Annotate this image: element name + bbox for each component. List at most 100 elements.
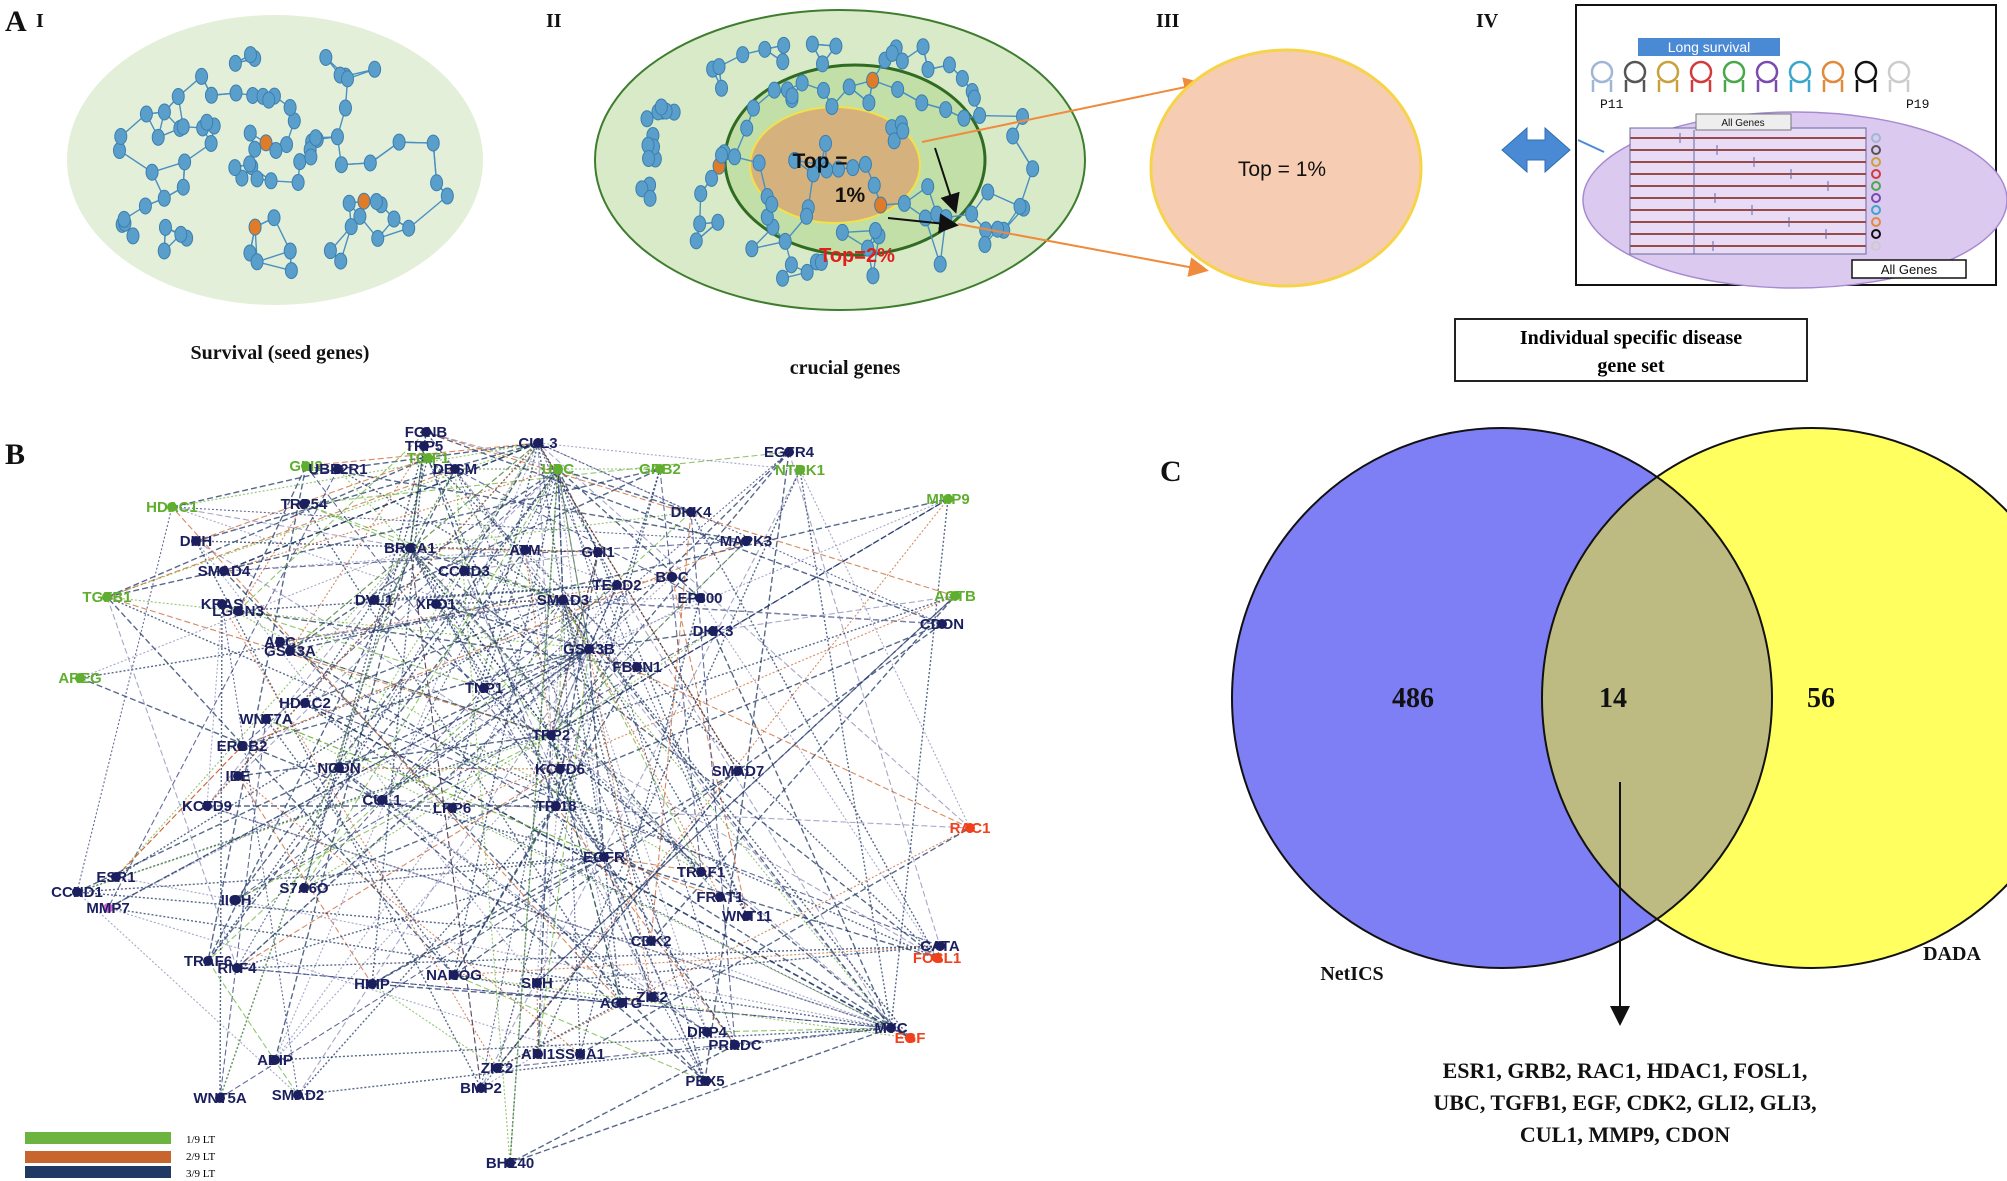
gene-node-ide[interactable] <box>233 771 243 781</box>
gene-node <box>921 178 935 196</box>
gene-node-wnt5a[interactable] <box>215 1093 225 1103</box>
gene-node-mmp9[interactable] <box>943 494 953 504</box>
gene-node-cul3[interactable] <box>533 438 543 448</box>
gene-node-dhh[interactable] <box>191 536 201 546</box>
gene-node-tri18[interactable] <box>551 801 561 811</box>
gene-node-dhk3[interactable] <box>708 626 718 636</box>
gene-node-ep300[interactable] <box>695 593 705 603</box>
gene-node-ube2r1[interactable] <box>333 464 343 474</box>
gene-node-smad7[interactable] <box>733 766 743 776</box>
gene-node-dhk4[interactable] <box>686 507 696 517</box>
gene-node-traf6[interactable] <box>203 956 213 966</box>
network-edge <box>76 595 956 893</box>
gene-node-atm[interactable] <box>520 545 530 555</box>
gene-node-smad2[interactable] <box>293 1090 303 1100</box>
network-edge <box>435 603 552 736</box>
pointer-arrow <box>1577 139 1605 153</box>
gene-node-wnt11[interactable] <box>742 911 752 921</box>
gene-label-kras: KRAS <box>201 596 244 613</box>
gene-node <box>640 110 654 128</box>
gene-node-trp5[interactable] <box>419 441 429 451</box>
gene-node-trp54[interactable] <box>299 499 309 509</box>
network-edge <box>435 603 605 858</box>
gene-node-dbsm[interactable] <box>450 464 460 474</box>
gene-node-iigh[interactable] <box>231 895 241 905</box>
gene-node-mmp7[interactable] <box>103 903 113 913</box>
gene-node-mapk3[interactable] <box>741 536 751 546</box>
gene-node <box>1013 197 1027 215</box>
all-genes-bottom-label: All Genes <box>1881 262 1938 277</box>
gene-node-myc[interactable] <box>886 1023 896 1033</box>
gene-node-trp2[interactable] <box>546 730 556 740</box>
gene-node-zis2[interactable] <box>647 992 657 1002</box>
gene-node-shh[interactable] <box>532 978 542 988</box>
gene-node-egfr[interactable] <box>599 852 609 862</box>
gene-node-gli1[interactable] <box>593 547 603 557</box>
gene-node-esr1[interactable] <box>111 872 121 882</box>
gene-node-pbx5[interactable] <box>700 1076 710 1086</box>
network-edge <box>579 597 701 1055</box>
gene-node-ccnd3[interactable] <box>459 566 469 576</box>
gene-node-grb2[interactable] <box>655 464 665 474</box>
gene-node-bhe40[interactable] <box>505 1158 515 1168</box>
gene-node-tgfb1[interactable] <box>102 592 112 602</box>
top1-inner-line1: Top = <box>792 150 847 173</box>
gene-node-actg[interactable] <box>616 998 626 1008</box>
gene-node-tead2[interactable] <box>612 580 622 590</box>
gene-node-fgnb[interactable] <box>421 427 431 437</box>
gene-node-adip[interactable] <box>270 1055 280 1065</box>
gene-node-boc[interactable] <box>667 572 677 582</box>
gene-node-smad3[interactable] <box>558 595 568 605</box>
gene-node-hdac1[interactable] <box>167 502 177 512</box>
gene-node-actb[interactable] <box>950 591 960 601</box>
gene-node-frat1[interactable] <box>715 892 725 902</box>
gene-node-dvl1[interactable] <box>369 595 379 605</box>
gene-node-tnp1[interactable] <box>479 683 489 693</box>
gene-node-egfr4[interactable] <box>784 447 794 457</box>
gene-node-kras[interactable] <box>217 599 227 609</box>
gene-node-fbxn1[interactable] <box>632 662 642 672</box>
gene-node-rac1[interactable] <box>965 823 975 833</box>
gene-node-cdon[interactable] <box>937 619 947 629</box>
gene-node-rnf4[interactable] <box>232 963 242 973</box>
gene-node-apc[interactable] <box>275 637 285 647</box>
gene-node-fosl1[interactable] <box>932 953 942 963</box>
gene-node-ncdn[interactable] <box>334 763 344 773</box>
gene-node-brca1[interactable] <box>405 543 415 553</box>
gene-node-xpo1[interactable] <box>431 599 441 609</box>
gene-node-hhip[interactable] <box>367 979 377 989</box>
gene-node-wnt7a[interactable] <box>261 714 271 724</box>
gene-node-erbb2[interactable] <box>237 741 247 751</box>
network-edge <box>305 465 747 542</box>
gene-node-egf[interactable] <box>905 1033 915 1043</box>
gene-node <box>176 118 190 136</box>
gene-node-areg[interactable] <box>75 673 85 683</box>
gene-node-gsk3a[interactable] <box>285 646 295 656</box>
gene-node <box>967 89 981 107</box>
gene-node-lrp6[interactable] <box>447 803 457 813</box>
gene-node-ssna1[interactable] <box>575 1049 585 1059</box>
gene-node-kctd9[interactable] <box>202 801 212 811</box>
gene-node-smad4[interactable] <box>219 566 229 576</box>
gene-node-ccnd1[interactable] <box>72 887 82 897</box>
gene-node-hdac2[interactable] <box>300 698 310 708</box>
gene-node-nanog[interactable] <box>449 970 459 980</box>
gene-node-tgif1[interactable] <box>423 453 433 463</box>
gene-node-lggn3[interactable] <box>233 606 243 616</box>
gene-node-traf1[interactable] <box>696 867 706 877</box>
gene-node-ari1[interactable] <box>533 1049 543 1059</box>
gene-node-kctd6[interactable] <box>555 764 565 774</box>
gene-node-cul1[interactable] <box>377 795 387 805</box>
gene-node-cdk2[interactable] <box>646 936 656 946</box>
gene-node-drp4[interactable] <box>702 1027 712 1037</box>
gene-node-zic2[interactable] <box>492 1063 502 1073</box>
gene-label-hhip: HHIP <box>354 976 390 993</box>
gene-node-s7a6o[interactable] <box>299 883 309 893</box>
gene-node-bmp2[interactable] <box>476 1083 486 1093</box>
gene-node-cata[interactable] <box>935 941 945 951</box>
gene-node-ubc[interactable] <box>553 464 563 474</box>
gene-node-gsk3b[interactable] <box>584 644 594 654</box>
gene-node-ntrk1[interactable] <box>795 465 805 475</box>
gene-node-gli2[interactable] <box>301 461 311 471</box>
gene-node-prrdc[interactable] <box>730 1040 740 1050</box>
